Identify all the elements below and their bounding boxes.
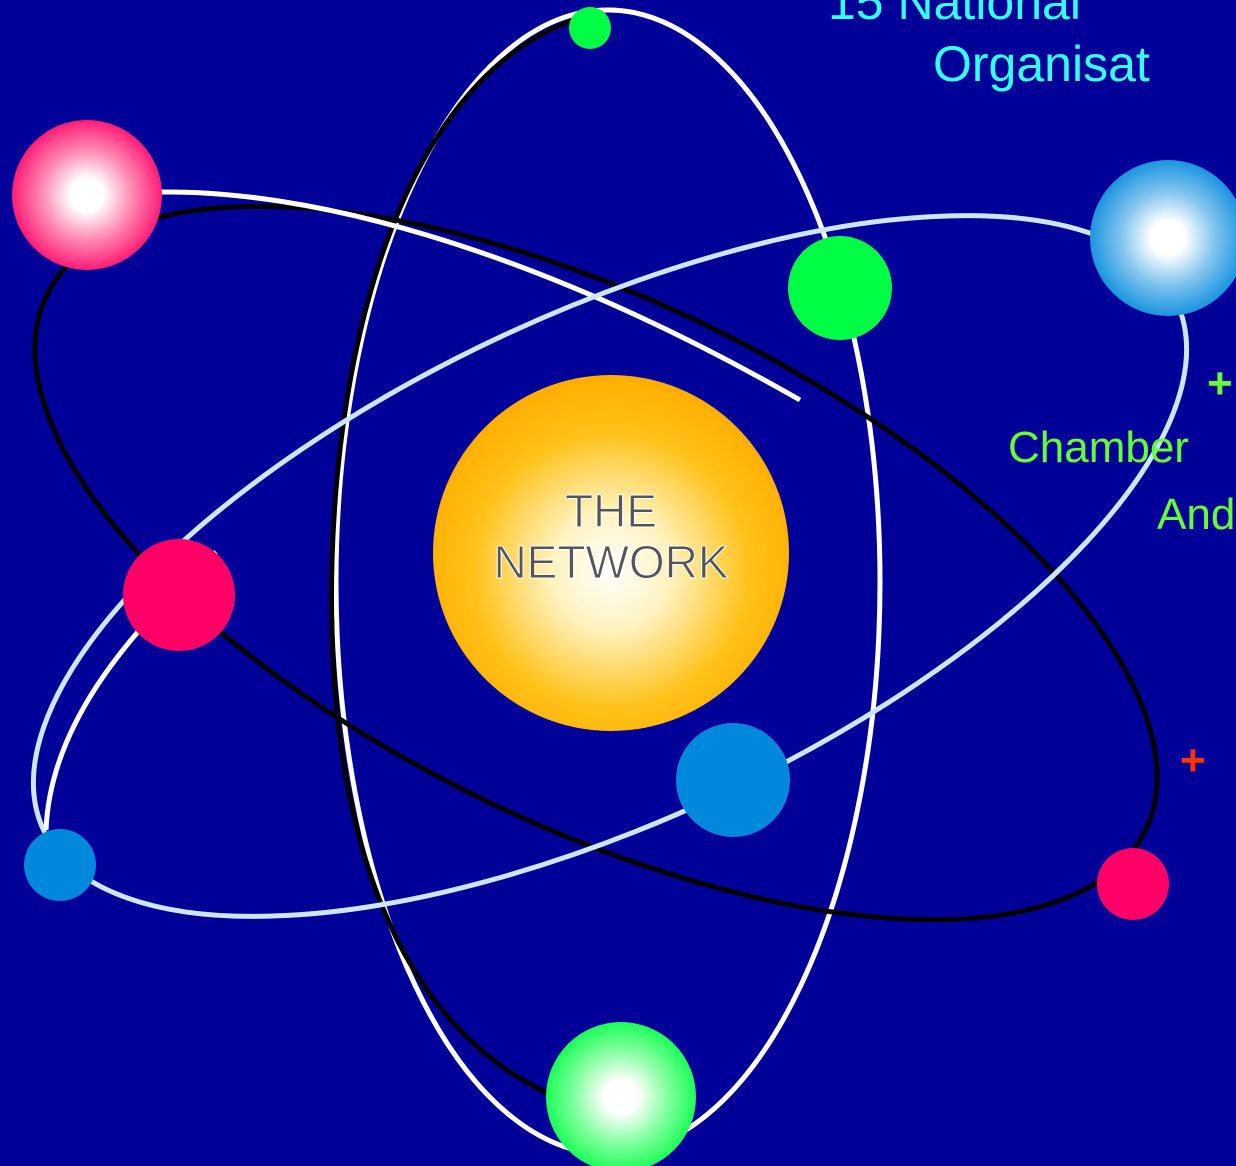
nucleus-label-line1: THE [565,485,657,537]
side-note-line1: Chamber [1008,423,1189,472]
side-note-plus-top: + [1207,359,1233,408]
orbit-pink-white [159,189,802,403]
nucleus-label-line2: NETWORK [493,536,728,588]
electron-green-large [546,1022,696,1166]
title-line1: 15 National [828,0,1081,30]
orbit-vertical-black [329,11,593,1113]
side-note-plus-bottom: + [1180,736,1206,785]
electron-blue-medium [676,723,790,837]
nucleus-sphere [433,375,789,731]
side-note-line2: And [1157,490,1236,539]
electron-blue-small [24,829,96,901]
electron-blue-large [1090,160,1236,316]
title-line2: Organisat [933,36,1150,92]
electron-green-top [569,7,611,49]
orbit-pink-black [32,203,1160,923]
electron-pink-small [1097,848,1169,920]
electron-pink-large [12,120,162,270]
electron-pink-medium [123,539,235,651]
electron-green-medium [788,236,892,340]
